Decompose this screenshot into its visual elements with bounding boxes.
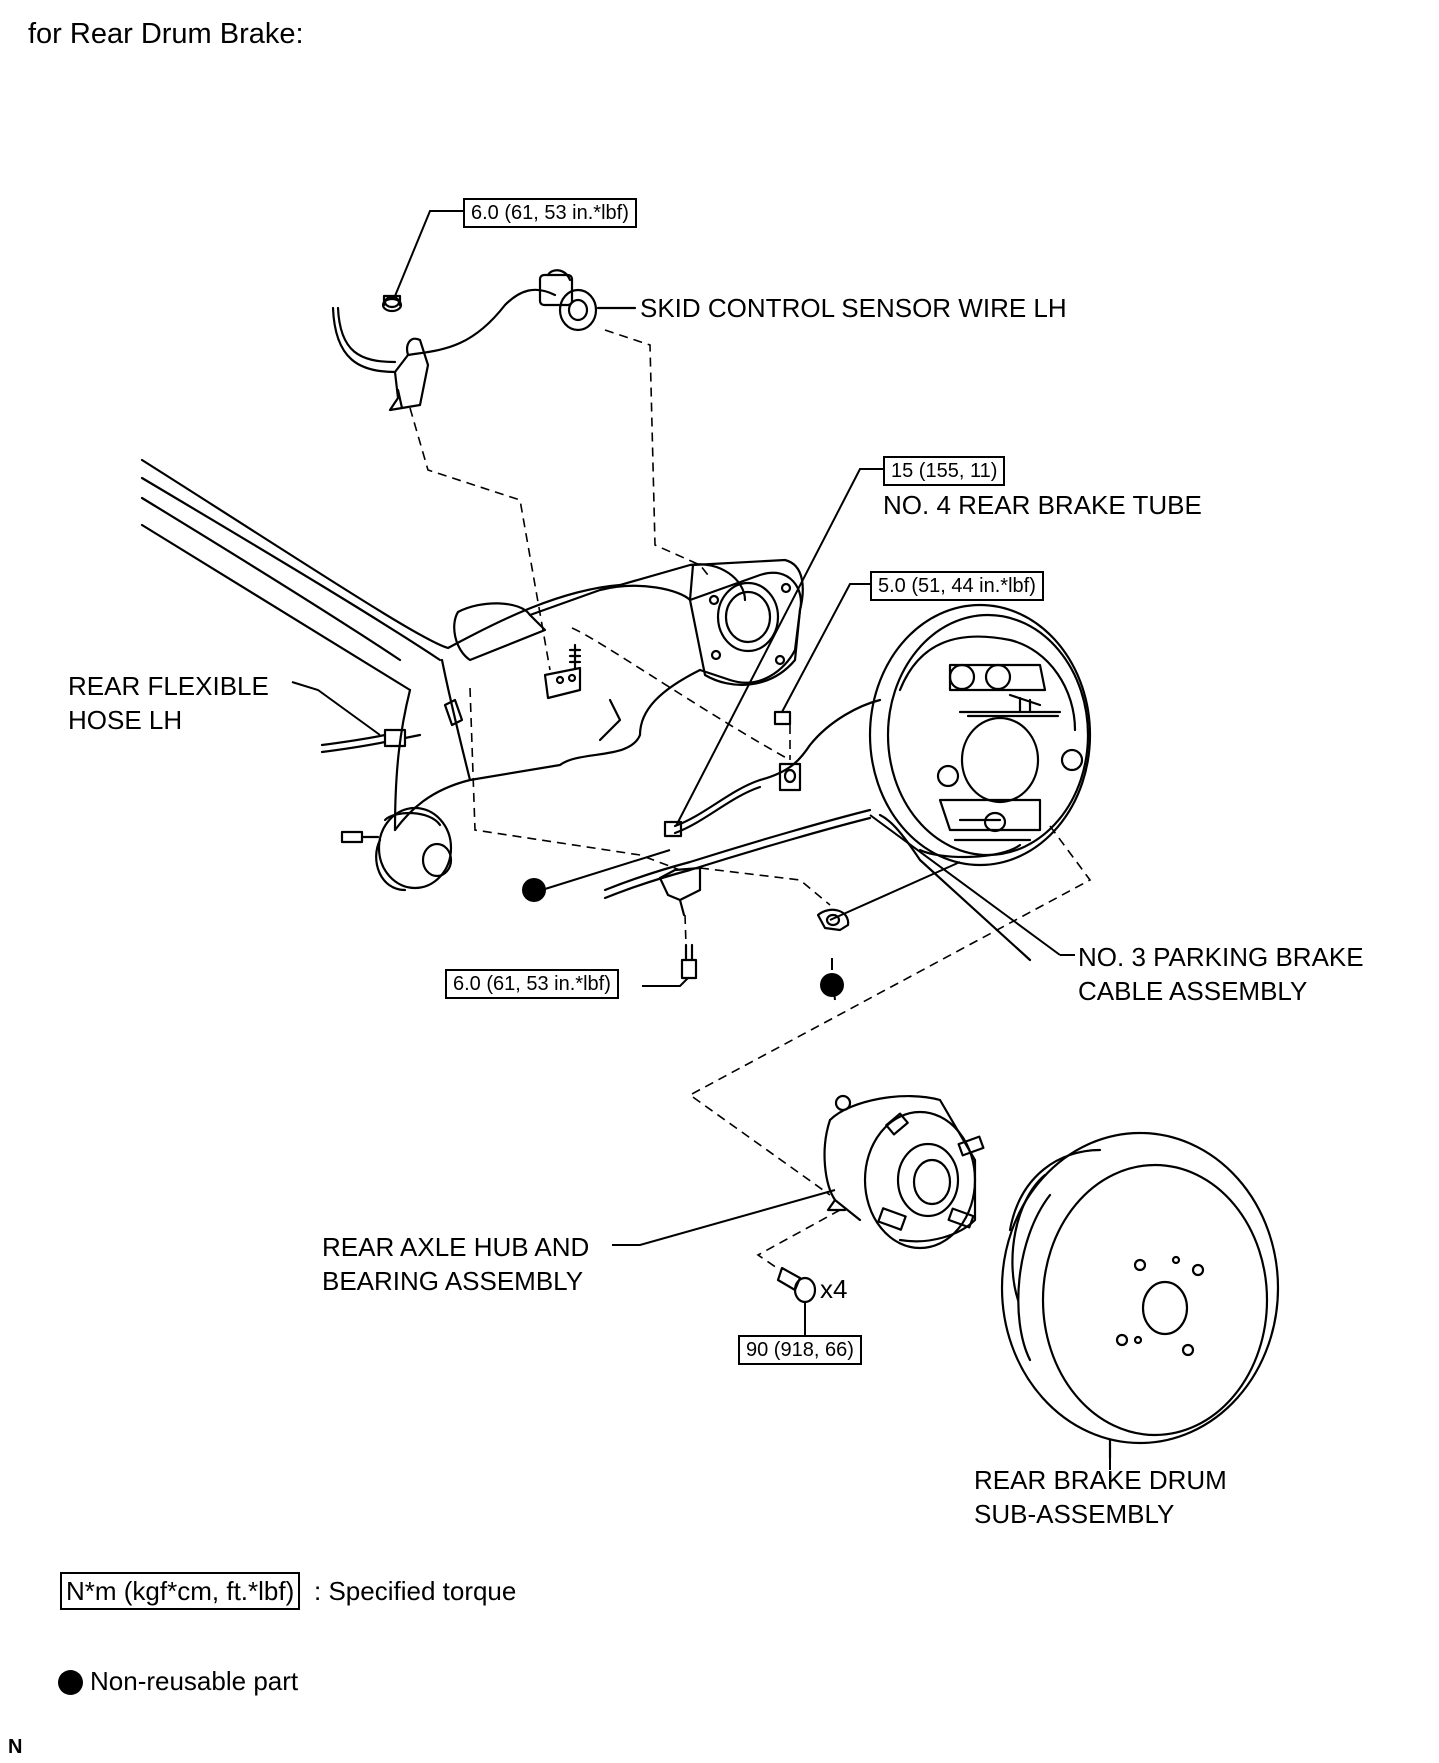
legend-torque-text: : Specified torque	[314, 1576, 517, 1606]
label-rear-brake-tube: NO. 4 REAR BRAKE TUBE	[883, 490, 1202, 520]
label-parking-cable-line2: CABLE ASSEMBLY	[1078, 976, 1308, 1006]
label-brake-drum-line2: SUB-ASSEMBLY	[974, 1499, 1175, 1529]
label-axle-hub-line1: REAR AXLE HUB AND	[322, 1232, 590, 1262]
corner-mark: N	[8, 1736, 23, 1758]
legend-nonreusable-dot-icon	[58, 1670, 83, 1695]
label-axle-hub-line2: BEARING ASSEMBLY	[322, 1266, 584, 1296]
label-parking-cable-line1: NO. 3 PARKING BRAKE	[1078, 942, 1364, 972]
label-bolt-quantity: x4	[820, 1274, 848, 1304]
label-flex-hose-line1: REAR FLEXIBLE	[68, 671, 269, 701]
brake-backing-plate	[868, 603, 1092, 867]
rear-axle-beam	[140, 458, 804, 892]
rear-axle-hub	[823, 1094, 985, 1250]
page-title: for Rear Drum Brake:	[28, 18, 304, 50]
rear-brake-drum	[1000, 1131, 1280, 1460]
label-brake-drum-line1: REAR BRAKE DRUM	[974, 1465, 1227, 1495]
legend-torque-box: N*m (kgf*cm, ft.*lbf)	[60, 1572, 301, 1610]
parking-brake-cable	[603, 808, 1032, 962]
torque-cable-bolt: 6.0 (61, 53 in.*lbf)	[445, 969, 619, 999]
torque-brake-tube: 15 (155, 11)	[883, 456, 1006, 486]
fasteners	[383, 295, 850, 1304]
torque-hose-bracket: 5.0 (51, 44 in.*lbf)	[870, 571, 1044, 601]
torque-hub-bolt: 90 (918, 66)	[738, 1335, 862, 1365]
label-skid-sensor-wire: SKID CONTROL SENSOR WIRE LH	[640, 293, 1067, 323]
torque-sensor-bolt: 6.0 (61, 53 in.*lbf)	[463, 198, 637, 228]
rear-brake-tube	[663, 698, 882, 838]
label-flex-hose-line2: HOSE LH	[68, 705, 183, 735]
skid-sensor-wire	[331, 269, 637, 412]
legend-nonreusable-text: Non-reusable part	[90, 1666, 299, 1696]
rear-flexible-hose	[320, 728, 422, 754]
